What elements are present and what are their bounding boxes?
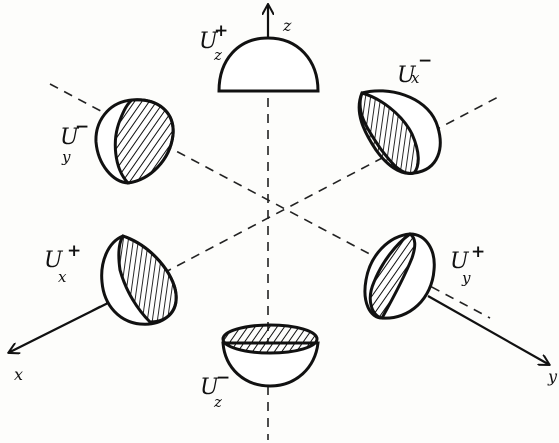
label-uy-minus-sign: − (75, 117, 89, 137)
label-ux-plus-sub: x (58, 268, 67, 286)
x-axis-arrow (10, 302, 109, 352)
label-uy-minus-sub: y (61, 148, 71, 166)
z-axis-label: z (282, 16, 292, 35)
label-ux-plus: U x + (44, 241, 81, 286)
y-axis-label: y (547, 367, 558, 386)
hemisphere-ux-minus (357, 89, 442, 175)
ball-upper-right-hatched-face (357, 91, 420, 175)
label-uz-minus: U z − (200, 368, 230, 411)
ball-lower-left-hatched-face (117, 234, 178, 324)
label-uz-plus: U z + (199, 21, 228, 64)
label-uz-minus-sub: z (213, 393, 222, 411)
label-uz-plus-base: U (199, 29, 219, 54)
hemisphere-uz-minus (221, 323, 320, 388)
label-uz-minus-base: U (200, 375, 220, 400)
label-ux-minus-sign: − (418, 51, 432, 71)
label-ux-plus-sign: + (67, 241, 81, 261)
label-uz-plus-sub: z (213, 46, 222, 64)
dome-top (217, 36, 320, 93)
bowl-bottom (221, 341, 320, 388)
x-axis-label: x (14, 365, 23, 384)
label-uy-plus-base: U (450, 249, 470, 274)
label-uy-minus-base: U (60, 125, 80, 150)
bowl-hatched-face (221, 323, 319, 355)
hemisphere-uy-plus (363, 232, 436, 320)
hemisphere-ux-plus (100, 234, 178, 326)
label-uy-plus-sub: y (461, 269, 471, 287)
label-uy-plus-sign: + (471, 242, 485, 262)
label-uy-minus: U y − (60, 117, 89, 166)
y-axis-arrow (427, 295, 548, 364)
label-ux-minus-sub: x (411, 69, 420, 87)
hemisphere-uy-minus (94, 98, 175, 185)
label-uy-plus: U y + (450, 242, 485, 287)
label-ux-minus-base: U (397, 63, 417, 88)
label-ux-plus-base: U (44, 248, 64, 273)
ball-upper-left-hatched-face (113, 98, 175, 185)
hemisphere-uz-plus (217, 36, 320, 93)
ball-lower-right-hatched-face (368, 232, 417, 320)
label-uz-minus-sign: − (216, 368, 230, 388)
label-ux-minus: U x − (397, 51, 432, 88)
label-uz-plus-sign: + (214, 21, 228, 41)
